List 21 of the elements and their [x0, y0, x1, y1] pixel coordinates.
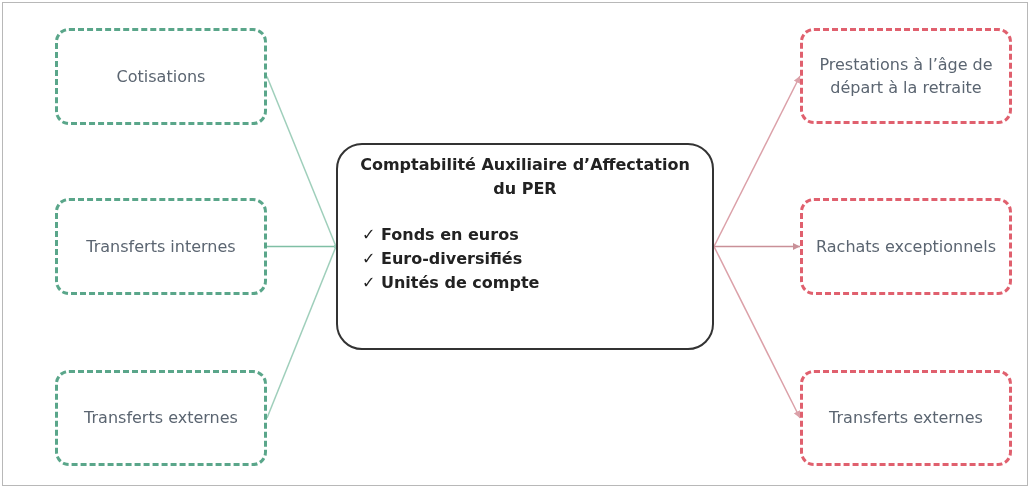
dashed-box: [800, 28, 1012, 124]
box-label: Transferts externes: [84, 407, 238, 430]
dashed-box: [55, 370, 267, 466]
box-label: Cotisations: [116, 65, 206, 88]
dashed-box: [800, 198, 1012, 295]
connector-line: [713, 243, 801, 250]
box-label: Rachats exceptionnels: [816, 235, 996, 258]
box-label: Transferts internes: [86, 235, 236, 258]
box-title: Comptabilité Auxiliaire d’Affectation du PER: [359, 154, 691, 200]
connector-line: [713, 75, 801, 248]
box-label: Prestations à l’âge de départ à la retraite: [818, 53, 994, 99]
connector-line: [713, 245, 801, 419]
dashed-box: [55, 198, 267, 295]
list-item: ✓ Fonds en euros: [361, 224, 519, 246]
box-label: Transferts externes: [829, 407, 983, 430]
list-item: ✓ Unités de compte: [361, 272, 540, 294]
list-item: ✓ Euro-diversifiés: [361, 248, 523, 270]
dashed-box: [55, 28, 267, 125]
dashed-box: [800, 370, 1012, 466]
rounded-box: [336, 143, 714, 350]
connector-line: [266, 244, 338, 419]
